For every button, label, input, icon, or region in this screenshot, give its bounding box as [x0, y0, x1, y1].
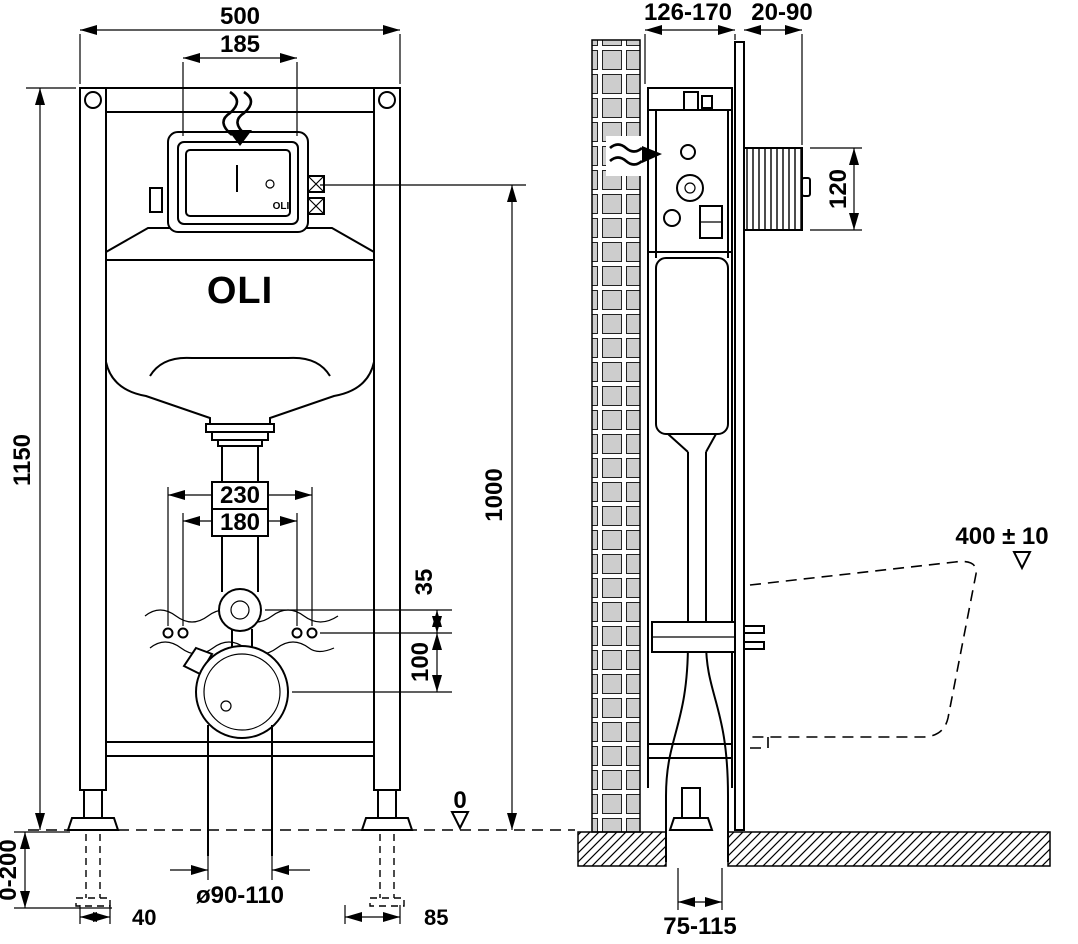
front-view: OLI OLI: [0, 3, 575, 930]
cistern-profile: [655, 257, 729, 862]
drain-pipe: [207, 725, 273, 856]
right-foot-offset-label: 85: [424, 905, 448, 930]
flush-plate-opening: OLI: [149, 131, 325, 233]
fixing-bolt-holes: [162, 627, 318, 639]
outlet-bend: [182, 645, 289, 739]
adjustment-screw-icon: [307, 175, 325, 193]
plate-center-height-label: 1000: [481, 468, 508, 521]
bowl-fixing-bracket: [651, 621, 765, 653]
water-inlet-connection: [218, 588, 262, 632]
fixing-width-outer-label: 230: [220, 482, 260, 509]
dimension-outlet-distance: 75-115: [663, 868, 737, 940]
dimension-plate-cutout-width: 185: [182, 31, 298, 136]
dimension-fixing-width-inner: 180: [182, 508, 298, 626]
cistern-outlet-funnel: [105, 356, 375, 592]
plate-button: [801, 177, 811, 197]
leg-adjustment-label: 0-200: [0, 839, 22, 900]
frame-depth-label: 126-170: [644, 0, 732, 26]
bowl-height-label: 400 ± 10: [955, 523, 1048, 550]
level-triangle-icon: [450, 811, 470, 831]
floor-section: [577, 831, 1051, 867]
dimension-outlet-offset: 100: [292, 633, 452, 693]
plate-cutout-width-label: 185: [220, 31, 260, 58]
side-view: 400 ± 10 126-170 20-90 120: [577, 0, 1051, 940]
dimension-frame-depth: 126-170: [644, 0, 736, 84]
cistern-fittings: [648, 91, 732, 258]
bowl-height-marker: 400 ± 10: [955, 523, 1049, 571]
frame-width-label: 500: [220, 3, 260, 30]
mount-hole-right: [378, 91, 396, 109]
mount-hole-left: [84, 91, 102, 109]
dimension-plate-height: 120: [810, 147, 862, 231]
water-inlet-arrow-icon: [606, 136, 662, 176]
drain-diameter-label: ø90-110: [196, 882, 284, 909]
outlet-distance-label: 75-115: [663, 913, 736, 940]
brand-logo: OLI: [207, 270, 273, 312]
dimension-finished-wall-gap: 20-90: [744, 0, 813, 145]
frame-height-label: 1150: [9, 434, 36, 486]
flush-plate-side: [743, 147, 811, 231]
outlet-offset-label: 100: [407, 642, 434, 682]
inlet-offset-label: 35: [411, 569, 438, 596]
plate-height-label: 120: [825, 169, 852, 209]
zero-level-marker: 0: [450, 787, 470, 831]
panel-clip: [149, 187, 163, 213]
dimension-fixing-width-outer: 230: [167, 481, 313, 626]
frame-structure: [79, 87, 401, 791]
level-triangle-icon: [1012, 551, 1032, 571]
left-foot-offset-label: 40: [132, 905, 156, 930]
dimension-plate-center-height: 100 0: [320, 184, 526, 830]
mount-bracket: [105, 227, 375, 261]
dimension-frame-width: 500: [79, 3, 401, 84]
dimension-frame-height: 1150: [9, 87, 76, 830]
down-arrow-icon: [222, 90, 253, 146]
panel-brand-label: OLI: [273, 201, 290, 212]
floor-level-label: 0: [453, 787, 466, 814]
finished-wall-gap-label: 20-90: [751, 0, 812, 26]
dimension-right-foot-offset: 85: [344, 905, 448, 930]
toilet-bowl-outline: [749, 560, 977, 749]
dimension-inlet-offset: 35: [265, 569, 452, 634]
adjustment-screw-icon: [307, 197, 325, 215]
finished-wall-board: [734, 41, 745, 831]
dimension-drain-diameter: ø90-110: [170, 852, 310, 909]
fixing-width-inner-label: 180: [220, 509, 260, 536]
dimension-leg-adjustment: 0-200: [0, 831, 112, 909]
dimension-left-foot-offset: 40: [79, 905, 156, 930]
